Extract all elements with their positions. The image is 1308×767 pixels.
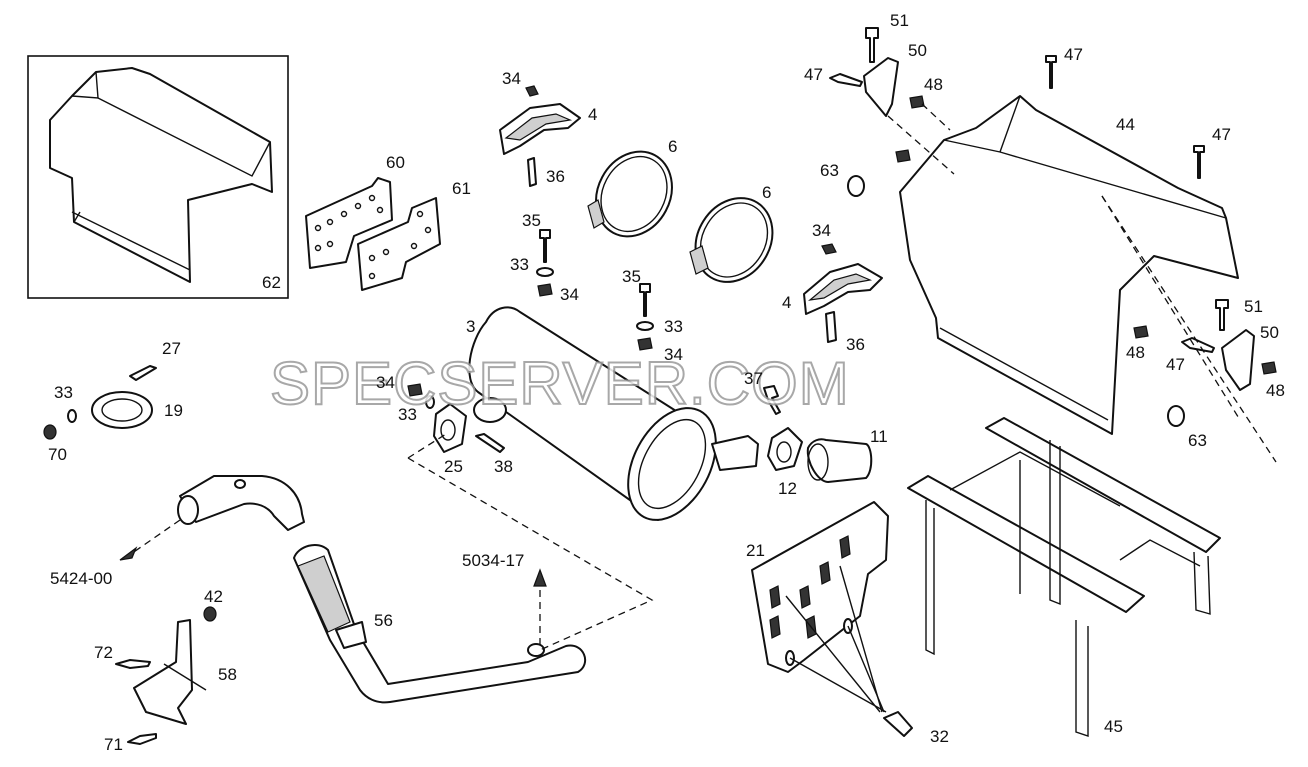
label-63: 63: [1188, 431, 1207, 450]
label-44: 44: [1116, 115, 1135, 134]
gasket-60: [305, 177, 393, 269]
label-6: 6: [762, 183, 771, 202]
label-47: 47: [804, 65, 823, 84]
label-48: 48: [924, 75, 943, 94]
clamp-6-top: [587, 150, 673, 238]
label-71: 71: [104, 735, 123, 754]
label-5034-17: 5034-17: [462, 551, 524, 570]
bracket-50-top: [829, 27, 1205, 179]
watermark: SPECSERVER.COM: [270, 350, 850, 417]
label-50: 50: [908, 41, 927, 60]
label-50: 50: [1260, 323, 1279, 342]
label-3: 3: [466, 317, 475, 336]
inset-box-62: [27, 55, 289, 299]
label-34: 34: [664, 345, 683, 364]
label-47: 47: [1064, 45, 1083, 64]
label-33: 33: [664, 317, 683, 336]
leader-lines: [127, 103, 1277, 651]
bracket-50-right: [847, 175, 1277, 427]
bracket-4-top: [499, 85, 581, 187]
clamp-6-mid: [689, 197, 774, 283]
label-21: 21: [746, 541, 765, 560]
label-38: 38: [494, 457, 513, 476]
label-35: 35: [522, 211, 541, 230]
label-32: 32: [930, 727, 949, 746]
label-51: 51: [1244, 297, 1263, 316]
label-36: 36: [846, 335, 865, 354]
label-62: 62: [262, 273, 281, 292]
label-37: 37: [744, 369, 763, 388]
bolt-stack-35-right: [636, 283, 654, 351]
label-63: 63: [820, 161, 839, 180]
label-5424-00: 5424-00: [50, 569, 112, 588]
label-58: 58: [218, 665, 237, 684]
label-33: 33: [54, 383, 73, 402]
clamp-25: [407, 383, 505, 453]
label-61: 61: [452, 179, 471, 198]
label-12: 12: [778, 479, 797, 498]
label-11: 11: [870, 427, 888, 446]
label-48: 48: [1126, 343, 1145, 362]
label-70: 70: [48, 445, 67, 464]
frame-45: [907, 417, 1221, 737]
part-labels: 62 60 61 34 4 36 6 6 35 33 34 63 34 35 3…: [48, 11, 1285, 754]
label-45: 45: [1104, 717, 1123, 736]
label-25: 25: [444, 457, 463, 476]
elbow-pipe: [177, 475, 305, 531]
label-51: 51: [890, 11, 909, 30]
label-6: 6: [668, 137, 677, 156]
bracket-4-mid: [803, 243, 883, 343]
label-56: 56: [374, 611, 393, 630]
bolt-stack-35-left: [536, 229, 554, 297]
label-60: 60: [386, 153, 405, 172]
label-42: 42: [204, 587, 223, 606]
pipe-11: [806, 438, 873, 483]
shield-21: [751, 501, 913, 737]
label-33: 33: [510, 255, 529, 274]
label-27: 27: [162, 339, 181, 358]
label-4: 4: [588, 105, 597, 124]
arrow-5034: [533, 568, 547, 587]
muffler-3: [468, 306, 759, 521]
label-34: 34: [376, 373, 395, 392]
label-34: 34: [812, 221, 831, 240]
clamp-12: [767, 427, 803, 471]
label-33: 33: [398, 405, 417, 424]
label-34: 34: [502, 69, 521, 88]
label-48: 48: [1266, 381, 1285, 400]
label-47: 47: [1212, 125, 1231, 144]
label-19: 19: [164, 401, 183, 420]
label-4: 4: [782, 293, 791, 312]
bracket-58: [115, 606, 217, 745]
exhaust-pipe-56: [293, 543, 587, 704]
bolt-37: [763, 385, 781, 415]
heat-shield-44: [899, 95, 1239, 435]
label-47: 47: [1166, 355, 1185, 374]
label-36: 36: [546, 167, 565, 186]
label-34: 34: [560, 285, 579, 304]
gasket-61: [357, 197, 441, 291]
label-72: 72: [94, 643, 113, 662]
arrow-5424: [119, 546, 138, 561]
flange-19: [43, 365, 157, 440]
label-35: 35: [622, 267, 641, 286]
